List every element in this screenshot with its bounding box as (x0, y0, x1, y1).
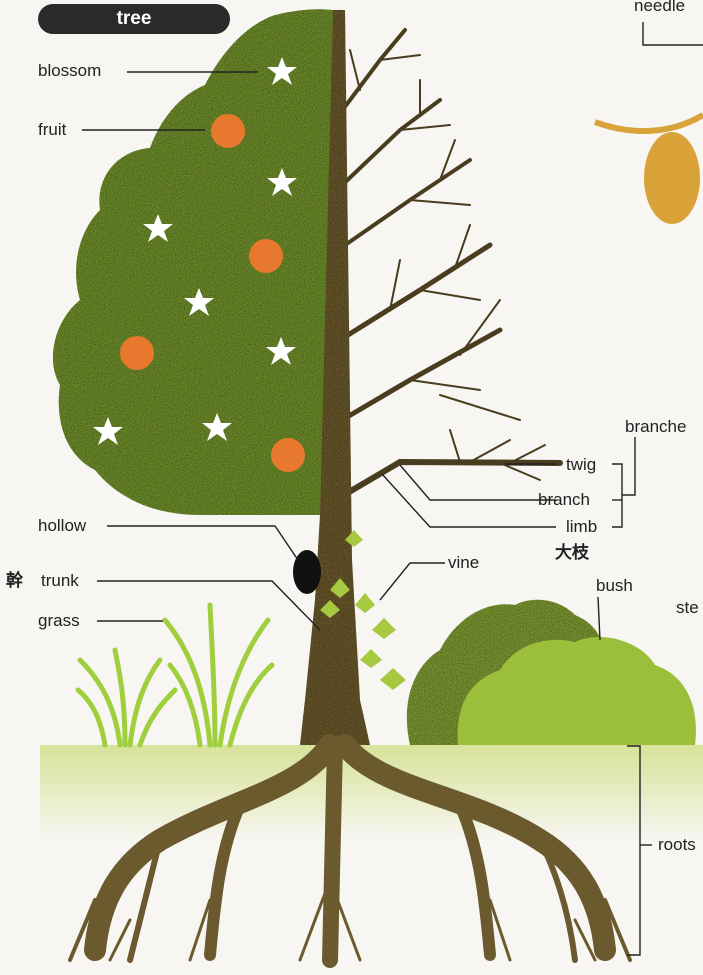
label-branches: branche (625, 417, 686, 437)
label-branch: branch (538, 490, 590, 510)
grass-shape (78, 605, 272, 745)
label-bush: bush (596, 576, 633, 596)
label-vine: vine (448, 553, 479, 573)
label-twig: twig (566, 455, 596, 475)
label-fruit: fruit (38, 120, 66, 140)
bare-branches (335, 30, 560, 495)
label-trunk: trunk (41, 571, 79, 591)
label-limb: limb (566, 517, 597, 537)
label-stem: ste (676, 598, 699, 618)
fruit-dot (249, 239, 283, 273)
hollow-shape (293, 550, 321, 594)
label-grass: grass (38, 611, 80, 631)
label-hollow: hollow (38, 516, 86, 536)
label-blossom: blossom (38, 61, 101, 81)
title-badge: tree (38, 4, 230, 34)
label-limb-cjk: 大枝 (555, 543, 589, 563)
label-trunk-cjk: 幹 (6, 571, 23, 591)
fruit-dot (271, 438, 305, 472)
fruit-dot (211, 114, 245, 148)
label-roots: roots (658, 835, 696, 855)
pinecone-shape (595, 115, 703, 224)
fruit-dot (120, 336, 154, 370)
label-needle: needle (634, 0, 685, 16)
